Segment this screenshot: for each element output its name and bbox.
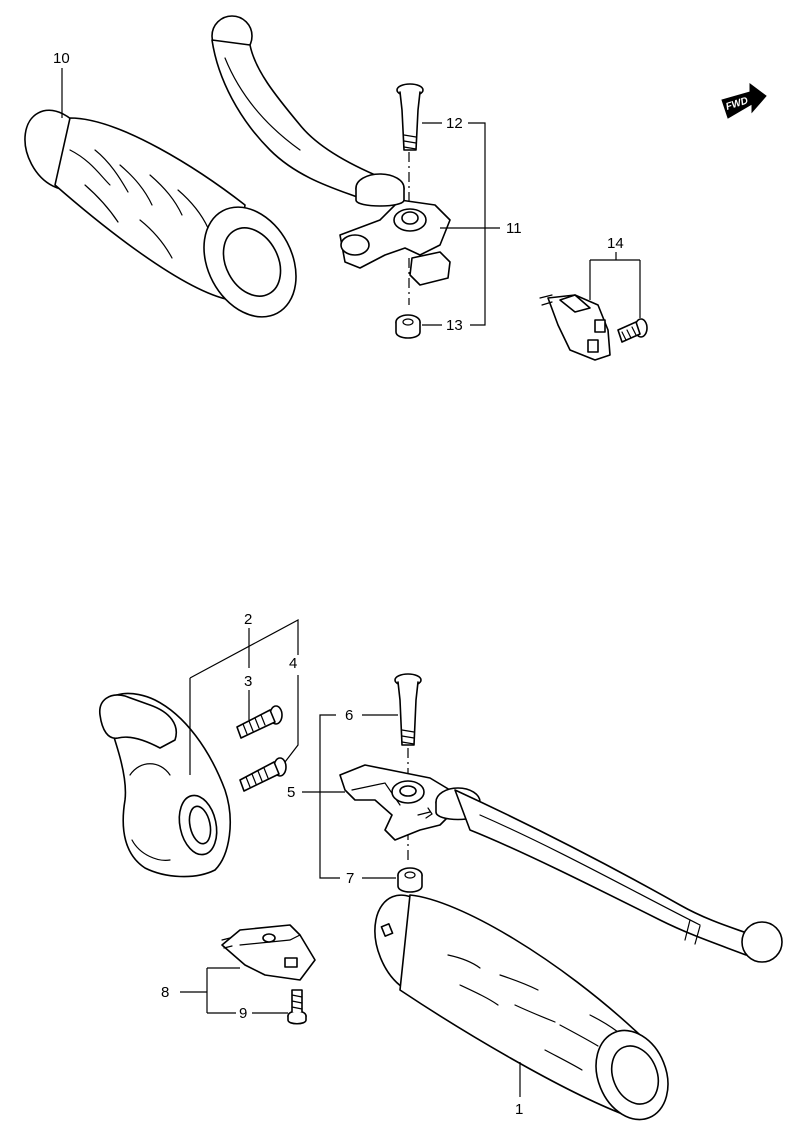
bracket-14 xyxy=(589,252,641,318)
callout-2: 2 xyxy=(244,611,252,628)
part-7-nut xyxy=(397,867,423,893)
part-8-brake-switch xyxy=(221,924,316,981)
callout-4: 4 xyxy=(289,655,297,672)
part-4-screw xyxy=(239,757,287,792)
callout-6: 6 xyxy=(345,707,353,724)
part-14-clutch-switch xyxy=(539,294,648,361)
leader-4 xyxy=(284,675,299,763)
part-3-screw xyxy=(236,705,283,739)
bracket-5 xyxy=(319,714,340,879)
callout-14: 14 xyxy=(607,235,624,252)
part-11-clutch-lever xyxy=(211,15,451,286)
callout-10: 10 xyxy=(53,50,70,67)
part-10-left-grip xyxy=(24,109,297,318)
part-12-pivot-bolt xyxy=(396,83,424,151)
bracket-11 xyxy=(468,122,486,326)
part-6-pivot-bolt xyxy=(394,673,422,746)
callout-5: 5 xyxy=(287,784,295,801)
callout-7: 7 xyxy=(346,870,354,887)
bracket-8 xyxy=(180,967,240,1014)
callout-12: 12 xyxy=(446,115,463,132)
callout-13: 13 xyxy=(446,317,463,334)
callout-1: 1 xyxy=(515,1101,523,1118)
fwd-direction-badge: FWD xyxy=(721,83,767,119)
part-13-nut xyxy=(395,314,421,339)
bracket-2 xyxy=(189,618,299,679)
callout-9: 9 xyxy=(239,1005,247,1022)
callout-3: 3 xyxy=(244,673,252,690)
part-1-right-grip xyxy=(374,894,669,1121)
part-5-brake-lever xyxy=(339,764,783,963)
callout-11: 11 xyxy=(506,220,522,237)
part-9-screw xyxy=(287,989,307,1025)
part-2-throttle-housing xyxy=(99,692,231,878)
callout-8: 8 xyxy=(161,984,169,1001)
